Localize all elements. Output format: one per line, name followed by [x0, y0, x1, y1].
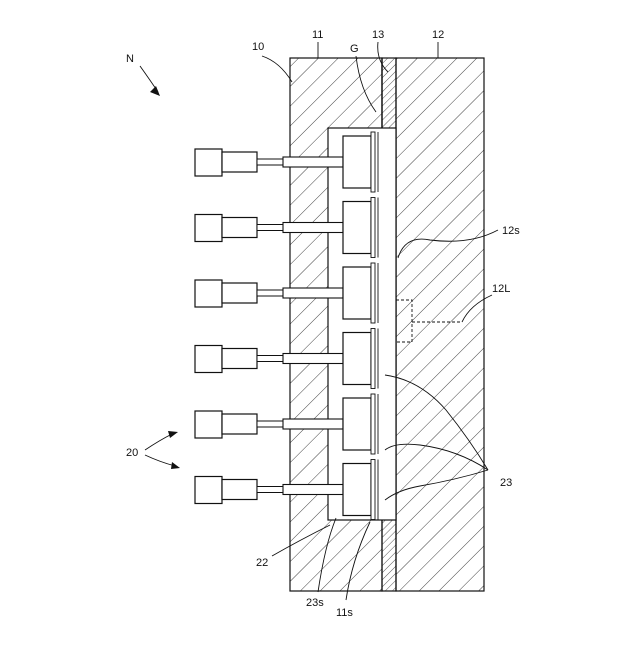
label-11s: 11s — [336, 607, 353, 619]
label-11: 11 — [312, 29, 323, 41]
nozzle-head — [343, 136, 371, 188]
leader-10 — [262, 56, 292, 82]
label-10: 10 — [252, 41, 264, 53]
label-22: 22 — [256, 557, 268, 569]
actuator-rod — [257, 421, 283, 427]
nozzle-head — [343, 464, 371, 516]
label-12s: 12s — [502, 225, 520, 237]
label-N: N — [126, 53, 134, 65]
nozzle-stem — [283, 354, 343, 364]
leader-20b — [145, 455, 175, 466]
label-20: 20 — [126, 447, 138, 459]
nozzle-plate-23s — [371, 460, 375, 520]
nozzle-plate-23s — [371, 132, 375, 192]
arrow-N — [150, 86, 160, 96]
actuator-body — [222, 480, 257, 500]
nozzle-head — [343, 267, 371, 319]
label-23s: 23s — [306, 597, 324, 609]
arrowheads — [150, 86, 180, 469]
actuator-body — [222, 283, 257, 303]
label-G: G — [350, 43, 359, 55]
actuator-box — [195, 411, 222, 438]
arrow-20a — [168, 431, 178, 438]
actuator-body — [222, 414, 257, 434]
nozzle-head — [343, 202, 371, 254]
label-12: 12 — [432, 29, 444, 41]
actuator-box — [195, 346, 222, 373]
nozzle-plate-23s — [371, 394, 375, 454]
actuator-rod — [257, 356, 283, 362]
nozzle-stem — [283, 485, 343, 495]
actuator-box — [195, 149, 222, 176]
nozzle-stem — [283, 223, 343, 233]
actuator-rod — [257, 225, 283, 231]
label-13: 13 — [372, 29, 384, 41]
nozzle-stem — [283, 288, 343, 298]
arrow-20b — [171, 462, 180, 469]
actuator-body — [222, 152, 257, 172]
nozzle-head — [343, 398, 371, 450]
actuator-body — [222, 218, 257, 238]
actuator-rod — [257, 487, 283, 493]
nozzle-stem — [283, 157, 343, 167]
nozzle-plate-23s — [371, 263, 375, 323]
actuator-body — [222, 349, 257, 369]
actuator-box — [195, 215, 222, 242]
nozzle-head — [343, 333, 371, 385]
actuator-box — [195, 477, 222, 504]
label-23: 23 — [500, 477, 512, 489]
actuator-rod — [257, 290, 283, 296]
nozzle-plate-23s — [371, 329, 375, 389]
nozzle-plate-23s — [371, 198, 375, 258]
block-12 — [396, 58, 484, 591]
nozzle-stem — [283, 419, 343, 429]
label-12L: 12L — [492, 283, 510, 295]
leader-20a — [145, 434, 172, 450]
actuator-box — [195, 280, 222, 307]
actuator-rod — [257, 159, 283, 165]
